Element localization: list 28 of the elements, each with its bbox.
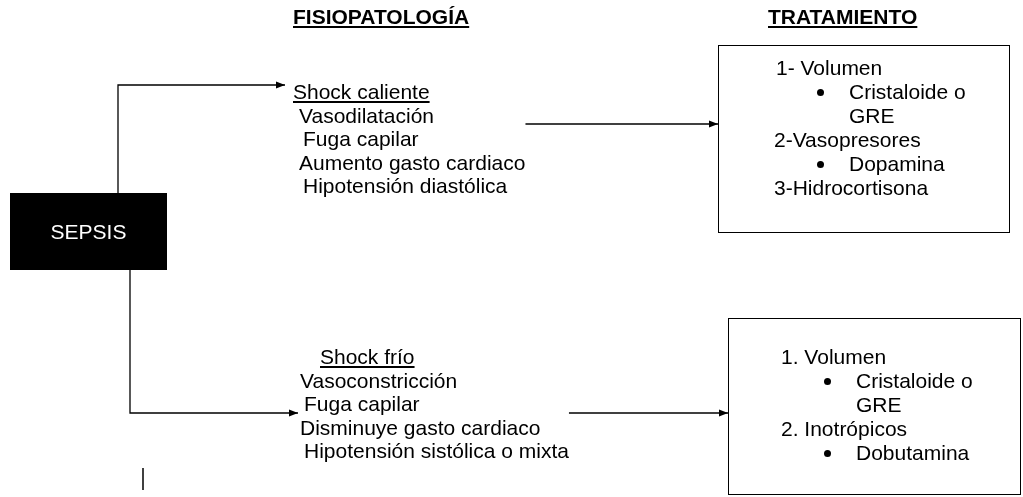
list-item: Hipotensión sistólica o mixta	[303, 439, 569, 463]
list-item: Fuga capilar	[302, 127, 419, 151]
list-item: 1- Volumen	[775, 56, 883, 80]
arrow	[129, 269, 299, 417]
list-item: 1. Volumen	[780, 345, 887, 369]
treatment-box	[728, 318, 1021, 495]
section-heading: Shock frío	[319, 345, 415, 369]
sepsis-box: SEPSIS	[10, 193, 167, 270]
list-item: Fuga capilar	[303, 392, 420, 416]
list-item: Disminuye gasto cardiaco	[299, 415, 541, 439]
arrow	[568, 409, 729, 417]
list-item: Vasodilatación	[298, 103, 435, 127]
bullet-item: Dopamina	[719, 152, 971, 176]
list-item: Hipotensión diastólica	[302, 174, 508, 198]
list-item: 2. Inotrópicos	[780, 417, 908, 441]
section-heading: Shock caliente	[292, 80, 430, 104]
bullet-item: Dobutamina	[729, 441, 982, 465]
column-heading: TRATAMIENTO	[768, 5, 918, 29]
list-item: 2-Vasopresores	[773, 128, 921, 152]
arrow	[117, 81, 286, 194]
bullet-item: Cristaloide o GRE	[719, 80, 971, 128]
treatment-box	[718, 45, 1010, 233]
arrow	[524, 120, 719, 128]
bullet-item: Cristaloide o GRE	[729, 369, 982, 417]
column-heading: FISIOPATOLOGÍA	[293, 5, 470, 29]
list-item: Aumento gasto cardiaco	[298, 150, 526, 174]
list-item: Vasoconstricción	[299, 368, 458, 392]
list-item: 3-Hidrocortisona	[773, 176, 929, 200]
